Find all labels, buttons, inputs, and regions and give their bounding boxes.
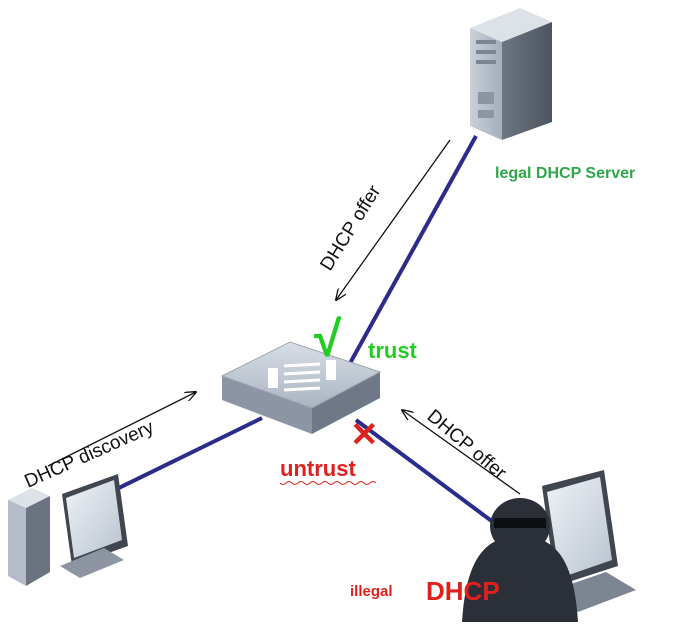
server-icon — [470, 8, 552, 140]
link-server-switch — [347, 135, 478, 366]
arrow-offer-right — [402, 410, 521, 495]
trust-check-icon: √ — [314, 311, 342, 367]
illegal-dhcp-label: DHCP — [426, 576, 500, 606]
arrow-discovery — [47, 392, 196, 467]
offer-right-label: DHCP offer — [423, 406, 511, 485]
server-label: legal DHCP Server — [495, 165, 635, 182]
trust-label: trust — [368, 338, 418, 363]
offer-top-label: DHCP offer — [316, 181, 385, 274]
untrust-label: untrust — [280, 456, 356, 481]
client-pc-icon — [8, 474, 128, 586]
rogue-host-icon — [462, 470, 636, 622]
switch-icon — [220, 341, 382, 434]
untrust-cross-icon: ✕ — [350, 416, 379, 454]
arrow-offer-top — [336, 139, 451, 300]
illegal-label: illegal — [350, 583, 393, 600]
link-switch-rogue — [354, 418, 507, 533]
untrust-spellcheck-underline — [279, 481, 377, 485]
